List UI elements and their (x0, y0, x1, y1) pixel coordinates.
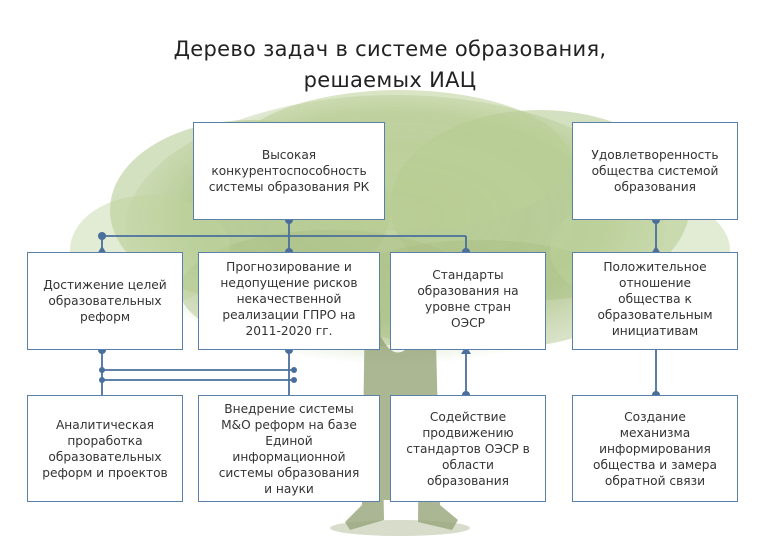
action-analysis-box: Аналитическая проработка образовательных… (27, 395, 183, 502)
diagram-title-line2: решаемых ИАЦ (303, 68, 477, 92)
goal-competitiveness-box: Высокая конкурентоспособность системы об… (193, 122, 385, 220)
action-me-system-box: Внедрение системы М&О реформ на базе Еди… (198, 395, 380, 502)
diagram-title-line1: Дерево задач в системе образования, (173, 37, 607, 61)
goal-satisfaction-box: Удовлетворенность общества системой обра… (572, 122, 738, 220)
task-reform-goals-box: Достижение целей образовательных реформ (27, 252, 183, 350)
task-oecd-standards-box: Стандарты образования на уровне стран ОЭ… (390, 252, 546, 350)
action-monitoring-box: Создание механизма информирования общест… (572, 395, 738, 502)
action-oecd-promotion-box: Содействие продвижению стандартов ОЭСР в… (390, 395, 546, 502)
task-positive-attitude-box: Положительное отношение общества к образ… (572, 252, 738, 350)
task-risk-prevention-box: Прогнозирование и недопущение рисков нек… (198, 252, 380, 350)
diagram-title: Дерево задач в системе образования, реша… (0, 34, 780, 96)
